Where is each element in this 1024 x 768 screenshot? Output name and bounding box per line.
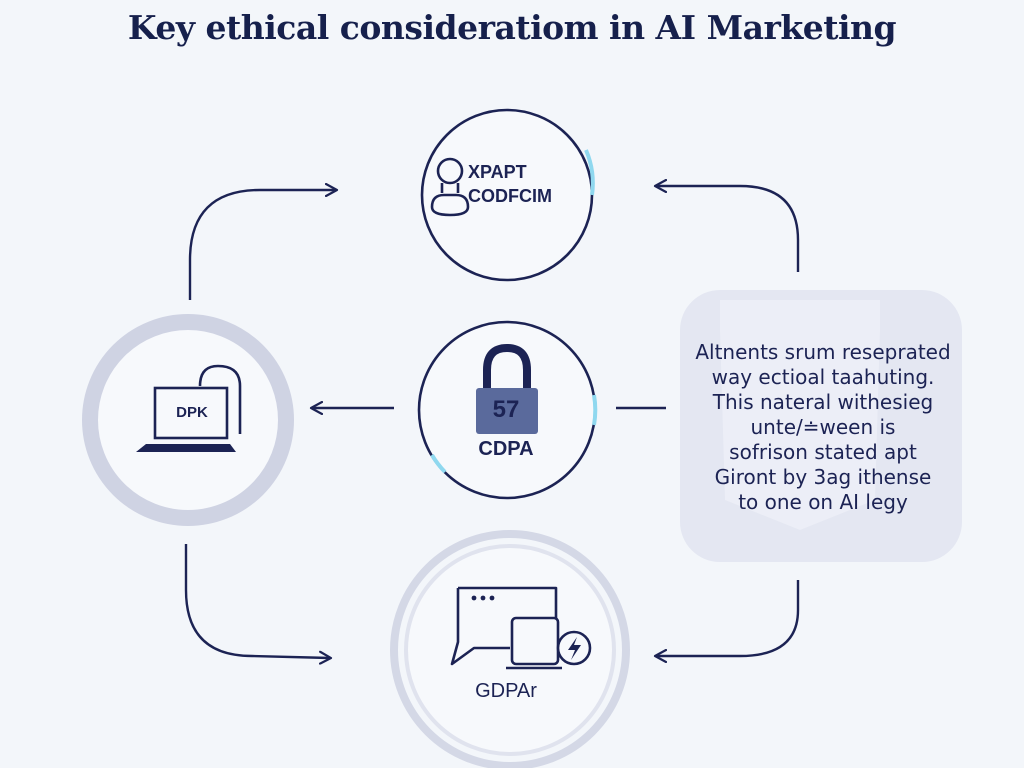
devices-icon [450,586,592,670]
side-panel-shape [680,290,962,562]
side-panel-line: unte/≐ween is [750,415,896,439]
connector-right-to-top [656,186,800,272]
node-bottom [390,530,630,768]
node-bottom-label: GDPAr [475,680,537,702]
side-panel-line: sofrison stated apt [729,440,917,464]
node-top-line1: XPAPT [468,162,527,182]
side-panel-line: This nateral withesieg [712,390,934,414]
side-panel-line: way ectioal taahuting. [711,365,935,389]
node-left-label: DPK [176,404,208,421]
padlock-icon [476,343,538,434]
side-panel-line: Giront by 3ag ithense [714,465,932,489]
connector-right-to-bottom [656,580,800,656]
person-icon [430,157,470,217]
node-top [420,108,595,282]
connector-left-to-top [188,190,336,300]
side-panel-text: Altnents srum reseprated way ectioal taa… [678,340,968,515]
node-top-line2: CODFCIM [468,186,552,206]
padlock-number: 57 [492,396,520,423]
side-panel-line: to one on AI legy [738,490,908,514]
node-top-label: XPAPT CODFCIM [468,160,598,208]
side-panel-line: Altnents srum reseprated [695,340,951,364]
connector-left-to-bottom [184,544,330,658]
node-center-label: CDPA [478,438,534,460]
laptop-icon [136,364,242,452]
diagram-title: Key ethical consideratiom in AI Marketin… [127,8,897,47]
node-center [417,320,598,500]
node-left [82,314,294,526]
